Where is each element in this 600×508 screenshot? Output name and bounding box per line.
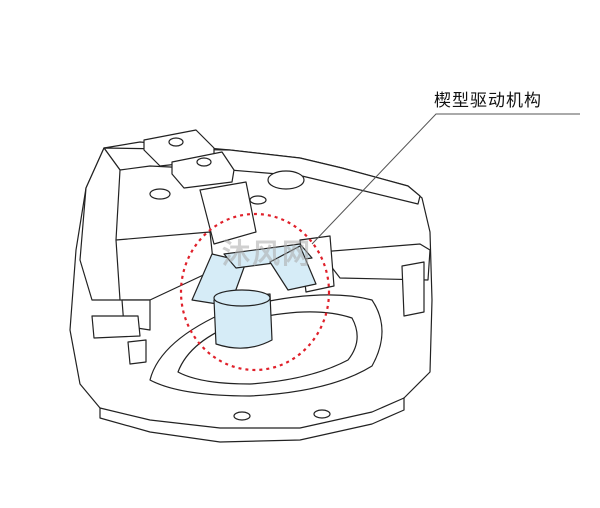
watermark-text: 沐风网 (222, 237, 313, 270)
hole-top-mid (249, 195, 267, 205)
wedge-center (223, 243, 313, 269)
jaw-block-front (171, 151, 235, 189)
hole-bottom (233, 411, 251, 421)
vertical-slide (199, 181, 257, 245)
hole-jaw-back (168, 137, 184, 147)
hole-left (149, 188, 171, 200)
callout-label: 楔型驱动机构 (434, 91, 542, 111)
callout-leader (311, 113, 580, 245)
highlight-circle (179, 212, 331, 372)
bottom-flange (99, 397, 405, 443)
left-tab (91, 315, 141, 339)
plunger-top (213, 289, 271, 307)
hole-top-right (267, 170, 305, 190)
hole-bottom-right (313, 409, 331, 419)
right-slot (401, 261, 425, 317)
hole-jaw-front (196, 157, 212, 167)
plunger (213, 293, 273, 349)
wedge-right (269, 245, 317, 291)
